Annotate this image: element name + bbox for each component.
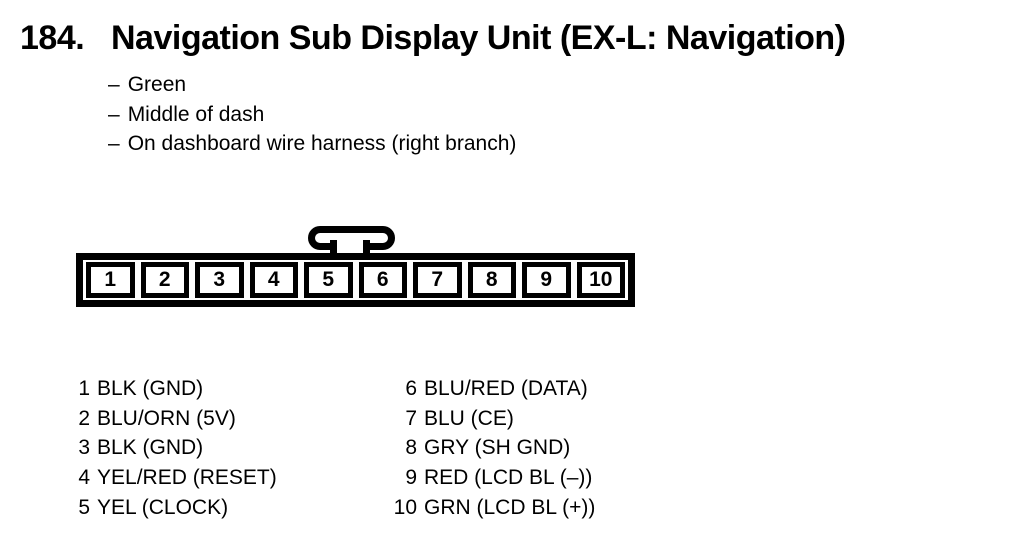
note-text: Green <box>127 73 187 96</box>
pin-number: 9 <box>405 466 417 490</box>
notes-list: –Green –Middle of dash –On dashboard wir… <box>108 70 516 159</box>
pin-number: 3 <box>78 436 90 460</box>
connector-pin-number: 6 <box>376 268 389 291</box>
connector-pin-cell: 7 <box>413 262 462 298</box>
section-number: 184. <box>20 19 85 57</box>
pin-label: BLK (GND) <box>97 436 204 460</box>
pin-row: 10 GRN (LCD BL (+)) <box>384 493 596 523</box>
connector-pin-number: 5 <box>322 268 335 291</box>
note-dash: – <box>108 102 120 126</box>
connector-pin-number: 10 <box>589 268 613 291</box>
note-item: –Middle of dash <box>108 100 516 130</box>
note-dash: – <box>108 132 120 155</box>
connector-pin-number: 8 <box>485 268 498 291</box>
note-text: On dashboard wire harness (right branch) <box>127 132 517 155</box>
pin-label: GRN (LCD BL (+)) <box>424 495 596 519</box>
pin-number: 7 <box>405 406 417 430</box>
connector-pin-number: 2 <box>158 268 171 291</box>
note-text: Middle of dash <box>127 102 265 126</box>
connector-pin-number: 9 <box>540 268 553 291</box>
connector-pin-cell: 3 <box>195 262 244 298</box>
pin-row: 9 RED (LCD BL (–)) <box>384 463 595 493</box>
connector-pin-number: 7 <box>431 268 444 291</box>
pin-label: YEL (CLOCK) <box>97 495 229 519</box>
pin-number: 10 <box>393 495 417 519</box>
pin-label: BLK (GND) <box>97 377 204 400</box>
connector-pin-number: 3 <box>213 268 226 291</box>
connector-key-stem <box>330 240 370 255</box>
connector-pin-cell: 1 <box>86 262 135 298</box>
pin-number: 1 <box>78 377 90 400</box>
connector-pin-cell: 5 <box>304 262 353 298</box>
connector-pin-cell: 4 <box>249 262 298 298</box>
pin-label: YEL/RED (RESET) <box>97 466 277 490</box>
pin-row: 7 BLU (CE) <box>384 404 595 434</box>
connector-pin-cell: 9 <box>522 262 571 298</box>
note-item: –On dashboard wire harness (right branch… <box>108 129 516 159</box>
pin-label: BLU (CE) <box>424 406 514 430</box>
pin-label: BLU/RED (DATA) <box>424 377 588 400</box>
connector-pin-number: 4 <box>267 268 280 291</box>
pin-label: GRY (SH GND) <box>424 436 571 460</box>
connector-pin-cell: 2 <box>140 262 189 298</box>
pin-label: RED (LCD BL (–)) <box>424 466 593 490</box>
pin-row: 2 BLU/ORN (5V) <box>60 404 277 434</box>
pin-row: 8 GRY (SH GND) <box>384 433 595 463</box>
pin-row: 6 BLU/RED (DATA) <box>384 374 595 404</box>
pin-row: 4 YEL/RED (RESET) <box>60 463 277 493</box>
page-title: Navigation Sub Display Unit (EX-L: Navig… <box>111 19 846 57</box>
pin-number: 2 <box>78 406 90 430</box>
pin-number: 4 <box>78 466 90 490</box>
connector-pin-cell: 8 <box>467 262 516 298</box>
pin-number: 5 <box>78 495 90 519</box>
connector-diagram: 1 2 3 4 5 6 7 8 9 10 <box>76 253 635 307</box>
connector-pin-cell: 10 <box>576 262 625 298</box>
page-heading: 184. Navigation Sub Display Unit (EX-L: … <box>20 18 846 59</box>
note-item: –Green <box>108 70 516 100</box>
note-dash: – <box>108 73 120 96</box>
connector-pin-cell: 6 <box>358 262 407 298</box>
pin-row: 5 YEL (CLOCK) <box>60 493 277 523</box>
pin-row: 1 BLK (GND) <box>60 374 277 404</box>
connector-pin-number: 1 <box>104 268 117 291</box>
pin-label: BLU/ORN (5V) <box>97 406 236 430</box>
pin-number: 8 <box>405 436 417 460</box>
pin-number: 6 <box>405 377 417 400</box>
pin-row: 3 BLK (GND) <box>60 433 277 463</box>
